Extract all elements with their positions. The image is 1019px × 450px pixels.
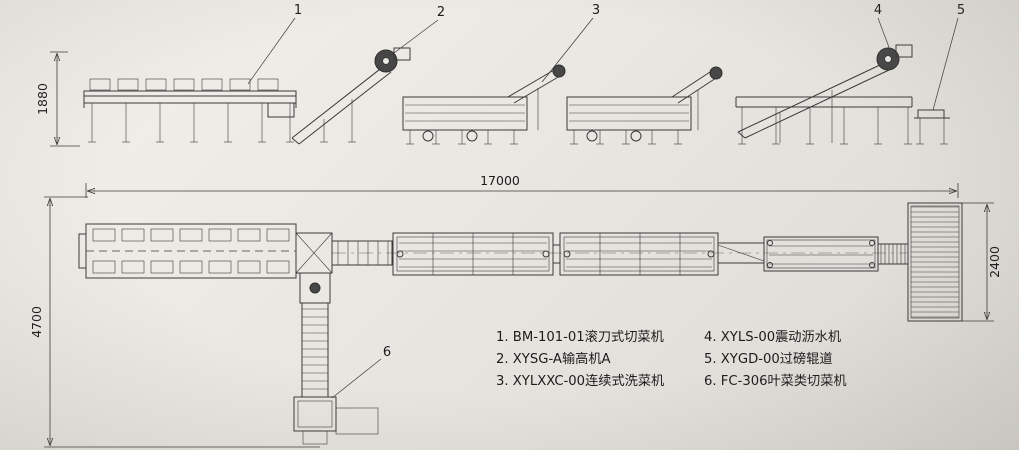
dimension-1880: 1880 [35,51,80,147]
dimension-4700: 4700 [29,196,320,448]
callout-1-label: 1 [294,3,302,18]
callout-5: 5 [932,3,965,111]
legend-item-3: 3. XYLXXC-00连续式洗菜机 [496,373,664,389]
callout-6-label: 6 [383,345,391,360]
callout-2-label: 2 [437,5,445,20]
dimension-2400-label: 2400 [987,246,1002,278]
plan-sorting-conveyor [78,223,297,279]
callout-3: 3 [541,3,600,83]
dimension-2400: 2400 [962,202,1002,322]
plan-cutter-branch [293,272,379,445]
elevation-washer-2 [566,66,723,145]
callout-4: 4 [874,3,891,51]
callout-3-label: 3 [592,3,600,18]
legend-item-2: 2. XYSG-A输高机A [496,350,611,367]
washer-1-pulley [552,64,566,78]
callout-5-label: 5 [957,3,965,18]
plan-view: 17000 4700 2400 [29,173,1002,448]
legend: 1. BM-101-01滚刀式切菜机 2. XYSG-A输高机A 3. XYLX… [496,328,847,389]
branch-drive [309,282,321,294]
plan-dewatering-machine [763,236,879,272]
legend-item-5: 5. XYGD-00过磅辊道 [704,350,833,367]
plan-roller-table [907,202,963,322]
dimension-1880-label: 1880 [35,83,50,115]
callout-1: 1 [247,3,302,85]
legend-item-6: 6. FC-306叶菜类切菜机 [704,373,847,389]
callout-4-label: 4 [874,3,882,18]
plan-drum [877,243,909,265]
elevation-view: 1880 [35,3,965,147]
dimension-17000: 17000 [85,173,959,198]
dimension-17000-label: 17000 [480,173,520,188]
elevation-sorting-conveyor [83,78,297,143]
dimension-4700-label: 4700 [29,306,44,338]
plan-washer-1 [392,232,554,276]
legend-item-4: 4. XYLS-00震动沥水机 [704,329,841,345]
elevation-roller-table [914,109,950,145]
plan-washer-connector [552,244,561,264]
plan-elevator [295,232,393,274]
legend-item-1: 1. BM-101-01滚刀式切菜机 [496,328,664,345]
elevation-dewatering-machine [735,44,913,145]
elevation-elevator [291,47,411,145]
callout-2: 2 [389,5,445,57]
washer-2-pulley [709,66,723,80]
elevation-washer-1 [402,64,566,145]
plan-washer-2 [559,232,719,276]
callout-6: 6 [331,345,391,399]
